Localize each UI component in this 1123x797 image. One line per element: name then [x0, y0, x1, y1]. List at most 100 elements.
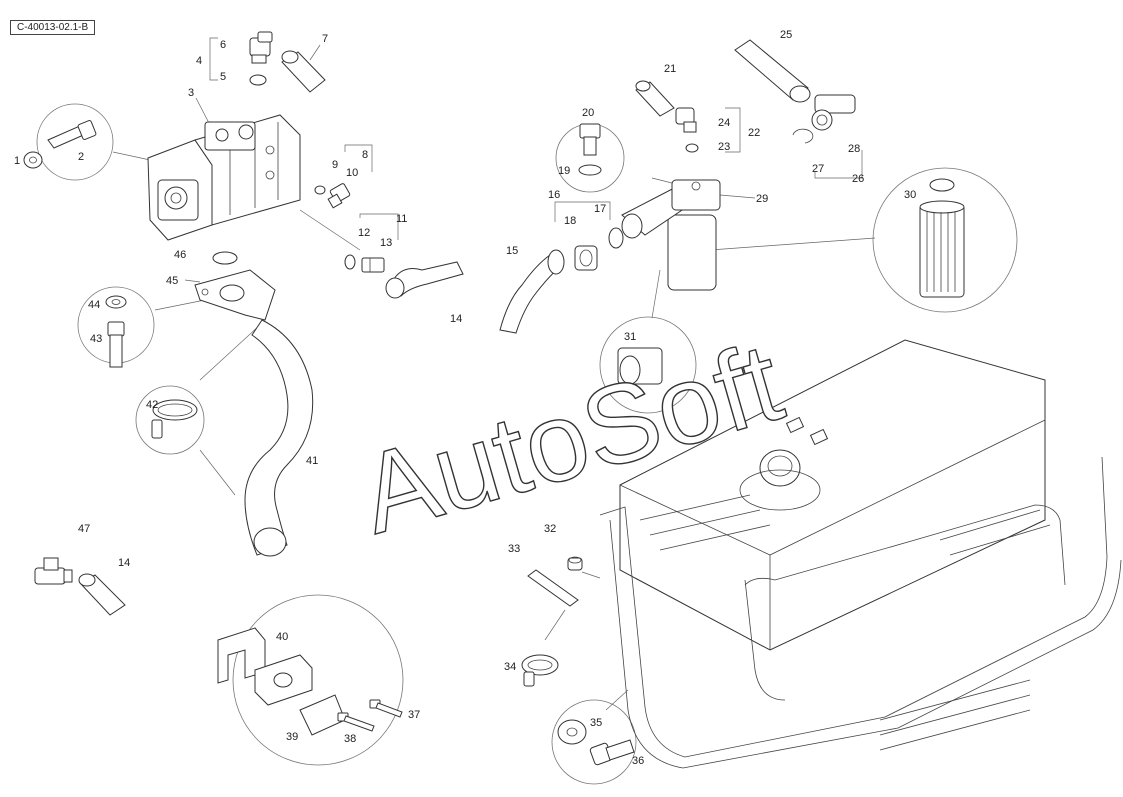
- group-bracket-22: [725, 107, 741, 153]
- group-bracket-16: [554, 201, 611, 222]
- detail-circle-mount-bolt: [551, 699, 637, 785]
- washer-1: [23, 151, 43, 169]
- washer-44: [105, 295, 127, 309]
- drawing-reference-number: C-40013-02.1-B: [10, 20, 96, 35]
- callout-38: 38: [344, 733, 356, 745]
- detail-circle-bracket-assembly: [232, 594, 404, 766]
- callout-22: 22: [748, 127, 760, 139]
- elbow-fitting-6: [249, 31, 273, 64]
- spacer-32: [567, 556, 583, 571]
- callout-44: 44: [88, 299, 100, 311]
- clamp-34: [521, 654, 559, 687]
- detail-circle-bolt-washer: [36, 103, 114, 181]
- o-ring-23: [685, 143, 699, 153]
- hose-end-14: [78, 573, 126, 616]
- bolt-37: [369, 699, 403, 718]
- circlip-27: [792, 128, 814, 144]
- callout-43: 43: [90, 333, 102, 345]
- callout-46: 46: [174, 249, 186, 261]
- group-bracket-11: [359, 213, 399, 240]
- elbow-fitting-28: [811, 94, 856, 131]
- bracket-40: [217, 627, 266, 684]
- callout-28: 28: [848, 143, 860, 155]
- filter-housing-29: [621, 179, 721, 291]
- callout-9: 9: [332, 159, 338, 171]
- suction-hose-41: [244, 319, 314, 556]
- callout-33: 33: [508, 543, 520, 555]
- bolt-38: [337, 712, 375, 732]
- o-ring-30: [929, 178, 955, 192]
- bolt-36: [589, 739, 635, 766]
- hose-end-25: [734, 39, 811, 103]
- callout-13: 13: [380, 237, 392, 249]
- bolt-2: [47, 120, 97, 149]
- group-bracket-8: [344, 144, 373, 172]
- callout-34: 34: [504, 661, 516, 673]
- banjo-bolt-20: [579, 123, 601, 156]
- callout-32: 32: [544, 523, 556, 535]
- callout-23: 23: [718, 141, 730, 153]
- washer-19: [578, 164, 602, 176]
- adapter-13: [361, 257, 385, 273]
- hydraulic-tank: [619, 339, 1046, 651]
- leader-lines: [35, 44, 876, 711]
- hose-end-7: [281, 50, 326, 93]
- o-ring-9: [314, 185, 326, 195]
- hose-end-21: [635, 80, 675, 117]
- callout-40: 40: [276, 631, 288, 643]
- step-tread-upper: [639, 494, 1051, 556]
- callout-21: 21: [664, 63, 676, 75]
- callout-6: 6: [220, 39, 226, 51]
- clamp-block-39: [254, 654, 313, 706]
- o-ring-46: [212, 251, 238, 265]
- hose-clamp-42: [151, 399, 198, 439]
- callout-5: 5: [220, 71, 226, 83]
- elbow-fitting-24: [675, 107, 697, 133]
- callout-1: 1: [14, 155, 20, 167]
- o-ring-17: [608, 227, 624, 249]
- o-ring-5: [249, 74, 267, 86]
- flange-45: [194, 269, 276, 321]
- callout-14: 14: [450, 313, 462, 325]
- callout-7: 7: [322, 33, 328, 45]
- screw-43: [107, 321, 125, 368]
- callout-35: 35: [590, 717, 602, 729]
- callout-26: 26: [852, 173, 864, 185]
- group-bracket-4: [209, 37, 218, 81]
- fitting-10: [327, 183, 351, 209]
- callout-37: 37: [408, 709, 420, 721]
- detail-circle-filter-element: [872, 167, 1018, 313]
- callout-19: 19: [558, 165, 570, 177]
- tube-33: [527, 569, 579, 607]
- callout-15: 15: [506, 245, 518, 257]
- callout-4: 4: [196, 55, 202, 67]
- group-bracket-26: [814, 150, 863, 179]
- callout-14b: 14: [118, 557, 130, 569]
- tank-port-31: [617, 347, 663, 385]
- callout-41: 41: [306, 455, 318, 467]
- callout-42: 42: [146, 399, 158, 411]
- callout-25: 25: [780, 29, 792, 41]
- detail-circle-tank-port: [599, 316, 697, 414]
- o-ring-12: [344, 254, 356, 270]
- callout-labels: 1 2 3 4 5 6 7 8 9 10 11 12 13 14 15 16 1…: [14, 29, 916, 767]
- callout-2: 2: [78, 151, 84, 163]
- callout-47: 47: [78, 523, 90, 535]
- callout-27: 27: [812, 163, 824, 175]
- step-tread-lower: [879, 679, 1031, 751]
- callout-10: 10: [346, 167, 358, 179]
- callout-18: 18: [564, 215, 576, 227]
- step-frame: [599, 456, 1122, 769]
- fitting-18: [574, 245, 598, 271]
- callout-31: 31: [624, 331, 636, 343]
- callout-12: 12: [358, 227, 370, 239]
- callout-8: 8: [362, 149, 368, 161]
- tee-fitting-47: [34, 557, 73, 585]
- callout-45: 45: [166, 275, 178, 287]
- detail-circle-hose-clamp: [135, 385, 205, 455]
- callout-16: 16: [548, 189, 560, 201]
- suction-hose-end: [253, 527, 287, 557]
- washer-35: [557, 719, 587, 745]
- hydraulic-pump: [147, 114, 301, 241]
- callout-36: 36: [632, 755, 644, 767]
